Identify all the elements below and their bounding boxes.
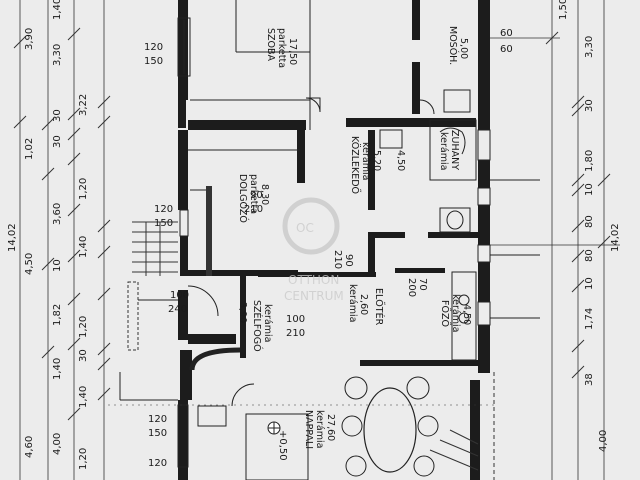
dim-1-20b: 1,20 [78, 316, 89, 338]
dim-10r2: 10 [584, 277, 595, 290]
opening-o1-a: 120 [144, 42, 163, 53]
dim-1-20a: 1,20 [78, 178, 89, 200]
dim-1-02: 1,02 [24, 138, 35, 160]
opening-o7-b: 150 [148, 428, 167, 439]
dim-10r: 10 [584, 183, 595, 196]
dim-30a: 30 [52, 109, 63, 122]
room-fozo-area: 4,50 [461, 304, 472, 325]
room-dolgozo-name: DOLGOZÓ [237, 174, 249, 223]
dim-30r: 30 [584, 99, 595, 112]
dim-38r: 38 [584, 373, 595, 386]
room-moshoh-name: MOSÓH. [447, 26, 459, 65]
opening-o3-b: 150 [154, 218, 173, 229]
room-kozlekedo-name: KÖZLEKEDŐ [349, 136, 360, 194]
dim-1-80r: 1,80 [584, 150, 595, 172]
room-fozo-floor: kerámia [450, 294, 461, 332]
room-szoba-area: 17,50 [287, 38, 298, 65]
dim-10: 10 [52, 259, 63, 272]
watermark-line1: OTTHON [288, 273, 339, 287]
left-dimension-chains: 3,90 1,40 3,30 1,02 14,02 3,60 4,50 4,60… [7, 0, 111, 480]
opening-o9-b: 200 [406, 278, 417, 297]
room-nappali-name: NAPPALI [303, 410, 314, 449]
watermark-logo: OC [296, 221, 314, 235]
opening-labels-rotated: 90 210 70 200 +0,50 [277, 250, 428, 461]
room-eloter-name: ELŐTÉR [373, 288, 385, 326]
room-nappali-area: 27,60 [325, 414, 336, 441]
dim-4-00a: 4,00 [52, 433, 63, 455]
dim-4-60: 4,60 [24, 436, 35, 458]
opening-o2-a: 90 [250, 190, 263, 201]
opening-o9-a: 70 [417, 278, 428, 291]
opening-o6-a: 100 [286, 314, 305, 325]
opening-o7-a: 120 [148, 414, 167, 425]
level-marker: +0,50 [277, 430, 288, 461]
dim-1-40c: 1,40 [78, 386, 89, 408]
room-szoba-floor: parketta [276, 28, 287, 68]
room-dolgozo-floor: parketta [248, 174, 259, 214]
detail-lines [108, 0, 540, 480]
opening-o5-b: 240 [168, 304, 187, 315]
dim-total-right: 14,02 [610, 223, 621, 252]
watermark: OC OTTHON CENTRUM [282, 197, 344, 303]
opening-o5-a: 100 [170, 290, 189, 301]
room-dolgozo-area: 8,30 [259, 184, 270, 205]
room-nappali-floor: kerámia [314, 410, 325, 448]
room-moshoh-area: 5,00 [458, 38, 469, 59]
room-kozlekedo-floor: kerámia [360, 142, 371, 180]
dim-4-50: 4,50 [24, 253, 35, 275]
room-kozlekedo-area: 5,20 [371, 150, 382, 171]
dim-3-90: 3,90 [24, 28, 35, 50]
room-zuhany-name: ZUHANY [449, 130, 460, 170]
opening-o10-a: 60 [500, 28, 513, 39]
dim-30c: 30 [78, 349, 89, 362]
dim-80r: 80 [584, 215, 595, 228]
opening-o6-b: 210 [286, 328, 305, 339]
room-szelfogo-floor: kerámia [262, 304, 273, 342]
dim-1-82: 1,82 [52, 304, 63, 326]
opening-o4-a: 90 [343, 254, 354, 267]
dim-30b: 30 [52, 135, 63, 148]
opening-labels: 120 150 90 210 120 150 100 240 100 210 1… [144, 28, 513, 469]
dim-3-22: 3,22 [78, 94, 89, 116]
right-dimension-chains: 1,50 3,30 30 1,80 10 80 14,02 80 10 1,74… [490, 0, 621, 480]
dim-total-left: 14,02 [7, 223, 18, 252]
opening-o8-a: 120 [148, 458, 167, 469]
watermark-line2: CENTRUM [284, 289, 344, 303]
dim-3-30: 3,30 [52, 44, 63, 66]
opening-o1-b: 150 [144, 56, 163, 67]
dim-1-74r: 1,74 [584, 308, 595, 330]
dim-4-00r: 4,00 [598, 430, 609, 452]
room-szoba-name: SZOBA [265, 28, 276, 62]
dim-1-50: 1,50 [558, 0, 569, 20]
opening-o3-a: 120 [154, 204, 173, 215]
room-labels: SZOBA parketta 17,50 MOSÓH. 5,00 ZUHANY … [237, 26, 472, 449]
room-kozlekedo2-area: 4,50 [395, 150, 406, 171]
dim-3-30r: 3,30 [584, 36, 595, 58]
walls [178, 0, 490, 480]
room-fozo-name: FŐZŐ [439, 300, 450, 327]
dim-1-40b: 1,40 [52, 358, 63, 380]
opening-o2-b: 210 [244, 204, 263, 215]
room-szelfogo-area: 3,90 [237, 302, 248, 323]
dim-3-60: 3,60 [52, 203, 63, 225]
dim-1-40: 1,40 [52, 0, 63, 20]
opening-o4-b: 210 [332, 250, 343, 269]
opening-o10-b: 60 [500, 44, 513, 55]
dim-80r2: 80 [584, 249, 595, 262]
room-mid-area: 2,60 [358, 294, 369, 315]
dim-2-10: 1,40 [78, 236, 89, 258]
room-mid-floor: kerámia [347, 284, 358, 322]
dim-1-20c: 1,20 [78, 448, 89, 470]
room-szelfogo-name: SZÉLFOGÓ [251, 300, 263, 352]
room-zuhany-floor: kerámia [438, 132, 449, 170]
